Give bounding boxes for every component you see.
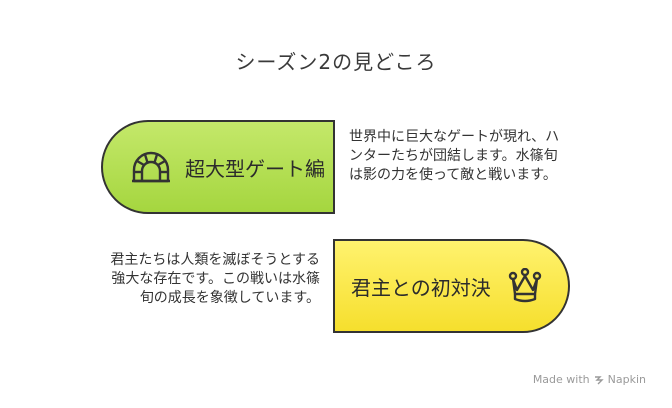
monarch-battle-block: 君主との初対決 [333,239,570,333]
gate-arch-icon [132,151,170,183]
crown-icon [508,268,542,303]
napkin-logo-icon [594,375,604,384]
gate-arc-block: 超大型ゲート編 [101,120,335,214]
page-title: シーズン2の見どころ [235,50,437,74]
gate-arc-label: 超大型ゲート編 [185,156,325,181]
made-with-text: Made with [532,373,590,386]
napkin-brand-text: Napkin [607,373,646,386]
monarch-battle-description: 君主たちは人類を滅ぼそうとする強大な存在です。この戦いは水篠旬の成長を象徴してい… [110,252,320,306]
gate-arc-description: 世界中に巨大なゲートが現れ、ハンターたちが団結します。水篠旬は影の力を使って敵と… [349,129,560,183]
napkin-credit[interactable]: Made with Napkin [533,373,646,386]
monarch-battle-label: 君主との初対決 [351,275,491,300]
